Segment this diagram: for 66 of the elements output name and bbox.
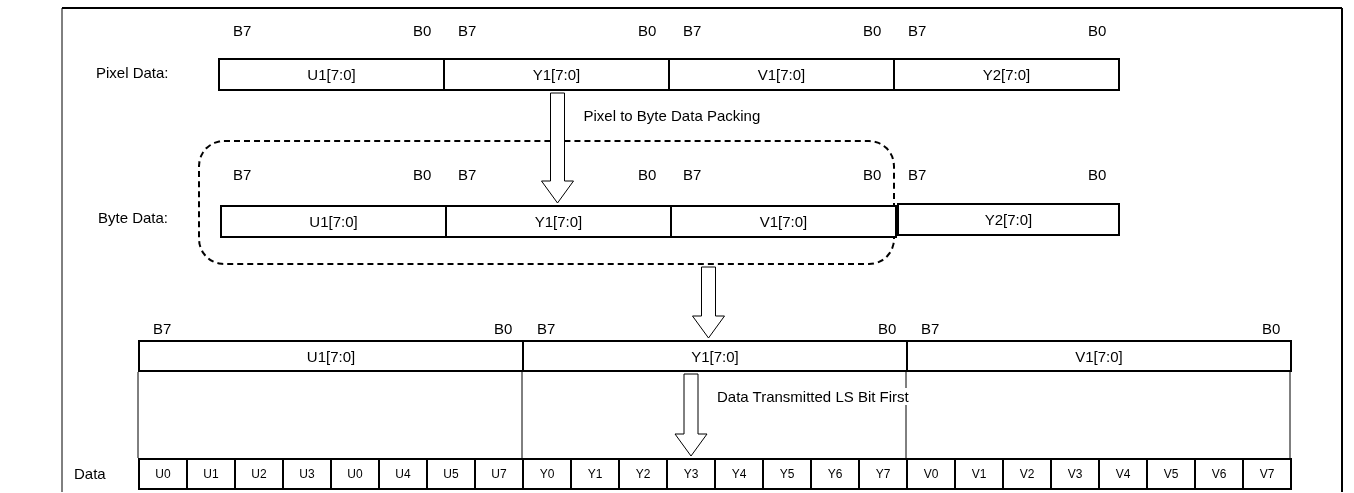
bit-cell: Y7 bbox=[858, 458, 908, 490]
bit-cell: U1 bbox=[186, 458, 236, 490]
row-label: Pixel Data: bbox=[96, 64, 169, 81]
block-arrow bbox=[674, 373, 708, 457]
byte-field: V1[7:0] bbox=[670, 205, 897, 238]
edge-label: Data Transmitted LS Bit First bbox=[715, 388, 911, 405]
bit-cell: Y1 bbox=[570, 458, 620, 490]
byte-field: Y1[7:0] bbox=[522, 340, 908, 372]
bit-cell: U0 bbox=[330, 458, 380, 490]
byte-field: Y1[7:0] bbox=[443, 58, 670, 91]
bit-cell: Y2 bbox=[618, 458, 668, 490]
bit-cell: V3 bbox=[1050, 458, 1100, 490]
bit-cell: Y6 bbox=[810, 458, 860, 490]
bit-cell: U7 bbox=[474, 458, 524, 490]
bit-position-label: B0 bbox=[494, 320, 513, 337]
bit-position-label: B0 bbox=[863, 22, 882, 39]
bit-position-label: B7 bbox=[233, 22, 252, 39]
bit-cell: V6 bbox=[1194, 458, 1244, 490]
row-label: Data bbox=[74, 465, 106, 482]
bit-cell: V4 bbox=[1098, 458, 1148, 490]
bit-position-label: B0 bbox=[638, 22, 657, 39]
byte-field: V1[7:0] bbox=[668, 58, 895, 91]
bit-cell: V5 bbox=[1146, 458, 1196, 490]
bit-position-label: B7 bbox=[683, 166, 702, 183]
bit-cell: V7 bbox=[1242, 458, 1292, 490]
bit-position-label: B0 bbox=[878, 320, 897, 337]
bit-cell: V0 bbox=[906, 458, 956, 490]
bit-cell: U4 bbox=[378, 458, 428, 490]
bit-position-label: B0 bbox=[1262, 320, 1281, 337]
byte-field: Y2[7:0] bbox=[893, 58, 1120, 91]
bit-cell: Y4 bbox=[714, 458, 764, 490]
bit-position-label: B0 bbox=[863, 166, 882, 183]
bit-position-label: B7 bbox=[921, 320, 940, 337]
byte-field: Y1[7:0] bbox=[445, 205, 672, 238]
bit-cell: U5 bbox=[426, 458, 476, 490]
bit-cell: Y3 bbox=[666, 458, 716, 490]
byte-field: V1[7:0] bbox=[906, 340, 1292, 372]
bit-cell: U2 bbox=[234, 458, 284, 490]
row-label: Byte Data: bbox=[98, 209, 169, 226]
byte-field: U1[7:0] bbox=[220, 205, 447, 238]
byte-field: U1[7:0] bbox=[138, 340, 524, 372]
bit-position-label: B7 bbox=[458, 166, 477, 183]
bit-cell: Y5 bbox=[762, 458, 812, 490]
bit-position-label: B7 bbox=[153, 320, 172, 337]
bit-cell: U0 bbox=[138, 458, 188, 490]
bit-cell: U3 bbox=[282, 458, 332, 490]
bit-position-label: B0 bbox=[413, 22, 432, 39]
bit-position-label: B7 bbox=[458, 22, 477, 39]
block-arrow bbox=[541, 92, 574, 204]
bit-position-label: B0 bbox=[638, 166, 657, 183]
bit-position-label: B7 bbox=[683, 22, 702, 39]
bit-cell: Y0 bbox=[522, 458, 572, 490]
bit-position-label: B7 bbox=[908, 22, 927, 39]
block-arrow bbox=[692, 266, 725, 339]
bit-position-label: B7 bbox=[233, 166, 252, 183]
bit-cell: V2 bbox=[1002, 458, 1052, 490]
byte-field: Y2[7:0] bbox=[897, 203, 1120, 236]
edge-label: Pixel to Byte Data Packing bbox=[581, 107, 763, 124]
bit-position-label: B0 bbox=[413, 166, 432, 183]
dashed-group-outline bbox=[198, 140, 895, 265]
bit-cell: V1 bbox=[954, 458, 1004, 490]
bit-position-label: B0 bbox=[1088, 22, 1107, 39]
bit-position-label: B0 bbox=[1088, 166, 1107, 183]
byte-field: U1[7:0] bbox=[218, 58, 445, 91]
bit-position-label: B7 bbox=[537, 320, 556, 337]
bit-position-label: B7 bbox=[908, 166, 927, 183]
